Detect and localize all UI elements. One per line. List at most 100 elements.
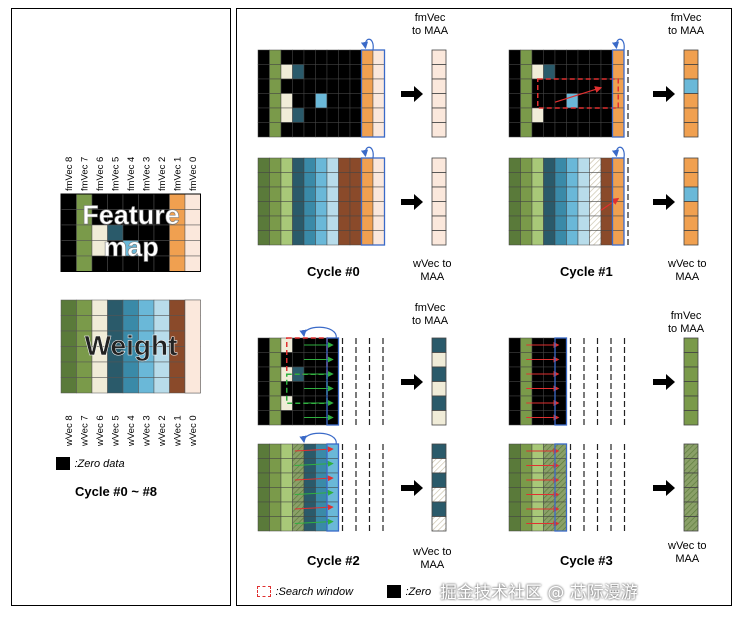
grid-cell — [257, 107, 270, 123]
grid-cell — [566, 230, 579, 246]
fm-cell — [60, 224, 77, 241]
grid-cell — [257, 352, 270, 368]
maa-cell — [683, 352, 699, 368]
fmvec-label: fmVec 1 — [173, 157, 184, 191]
grid-cell — [338, 201, 351, 217]
grid-cell — [361, 186, 374, 202]
grid-cell — [577, 64, 590, 80]
grid-cell — [269, 186, 282, 202]
grid-cell — [361, 49, 374, 65]
grid-cell — [257, 172, 270, 188]
grid-cell — [280, 215, 293, 231]
wvec-label: wVec 1 — [173, 415, 184, 447]
grid-cell — [577, 157, 590, 173]
fmvec-label: fmVec 7 — [80, 157, 91, 191]
grid-cell — [303, 107, 316, 123]
fmvec-label: fmVec 3 — [142, 157, 153, 191]
grid-cell — [303, 472, 316, 488]
grid-cell — [508, 337, 521, 353]
grid-cell — [372, 230, 385, 246]
grid-cell — [292, 381, 305, 397]
fm-cell — [184, 209, 201, 226]
grid-cell — [543, 93, 556, 109]
grid-cell — [303, 516, 316, 532]
weight-cell — [76, 299, 93, 316]
weight-label: Weight — [85, 330, 178, 361]
grid-cell — [257, 186, 270, 202]
grid-cell — [303, 201, 316, 217]
grid-cell — [326, 487, 339, 503]
fmvec-line2: to MAA — [412, 25, 449, 37]
grid-cell — [600, 78, 613, 94]
grid-cell — [280, 122, 293, 138]
grid-cell — [531, 49, 544, 65]
grid-cell — [361, 64, 374, 80]
grid-cell — [520, 78, 533, 94]
maa-cell — [431, 107, 447, 123]
grid-cell — [315, 230, 328, 246]
search-window-text: :Search window — [275, 585, 354, 598]
maa-cell — [431, 458, 447, 474]
grid-cell — [269, 78, 282, 94]
grid-cell — [361, 78, 374, 94]
grid-cell — [589, 157, 602, 173]
fm-cell — [169, 255, 186, 272]
flow-arrow — [401, 374, 423, 390]
grid-cell — [349, 78, 362, 94]
weight-cell — [60, 299, 77, 316]
grid-cell — [315, 122, 328, 138]
grid-cell — [349, 230, 362, 246]
grid-cell — [269, 122, 282, 138]
maa-cell — [431, 443, 447, 459]
window-outline — [611, 157, 625, 246]
grid-cell — [303, 172, 316, 188]
search-window-swatch — [257, 586, 271, 598]
maa-cell — [683, 64, 699, 80]
grid-cell — [257, 64, 270, 80]
grid-cell — [326, 157, 339, 173]
grid-cell — [520, 157, 533, 173]
maa-cell — [683, 443, 699, 459]
grid-cell — [292, 186, 305, 202]
weight-cell — [107, 361, 124, 378]
grid-cell — [315, 78, 328, 94]
grid-cell — [612, 215, 625, 231]
wvec-label: wVec 2 — [157, 415, 168, 447]
grid-cell — [577, 230, 590, 246]
grid-cell — [269, 443, 282, 459]
grid-cell — [338, 186, 351, 202]
fmvec-to-maa-c0: fmVec to MAA — [412, 12, 448, 38]
grid-cell — [589, 230, 602, 246]
grid-cell — [280, 172, 293, 188]
grid-cell — [269, 487, 282, 503]
fmvec-label: fmVec 0 — [188, 157, 199, 191]
grid-cell — [280, 93, 293, 109]
weight-cell — [91, 315, 108, 332]
grid-cell — [269, 49, 282, 65]
maa-cell — [431, 501, 447, 517]
grid-cell — [292, 64, 305, 80]
maa-cell — [683, 410, 699, 426]
grid-cell — [303, 64, 316, 80]
weight-cell — [169, 299, 186, 316]
grid-cell — [292, 337, 305, 353]
weight-cell-last — [184, 299, 201, 394]
grid-cell — [531, 215, 544, 231]
grid-cell — [372, 122, 385, 138]
grid-cell — [257, 215, 270, 231]
grid-cell — [543, 122, 556, 138]
weight-cell — [91, 377, 108, 394]
grid-cell — [508, 49, 521, 65]
grid-cell — [269, 366, 282, 382]
grid-cell — [349, 172, 362, 188]
grid-cell — [326, 516, 339, 532]
grid-cell — [612, 49, 625, 65]
grid-cell — [372, 107, 385, 123]
grid-cell — [349, 122, 362, 138]
grid-cell — [257, 501, 270, 517]
right-panel — [236, 8, 732, 606]
fm-cell — [60, 209, 77, 226]
grid-cell — [280, 516, 293, 532]
grid-cell — [372, 64, 385, 80]
maa-cell — [683, 458, 699, 474]
